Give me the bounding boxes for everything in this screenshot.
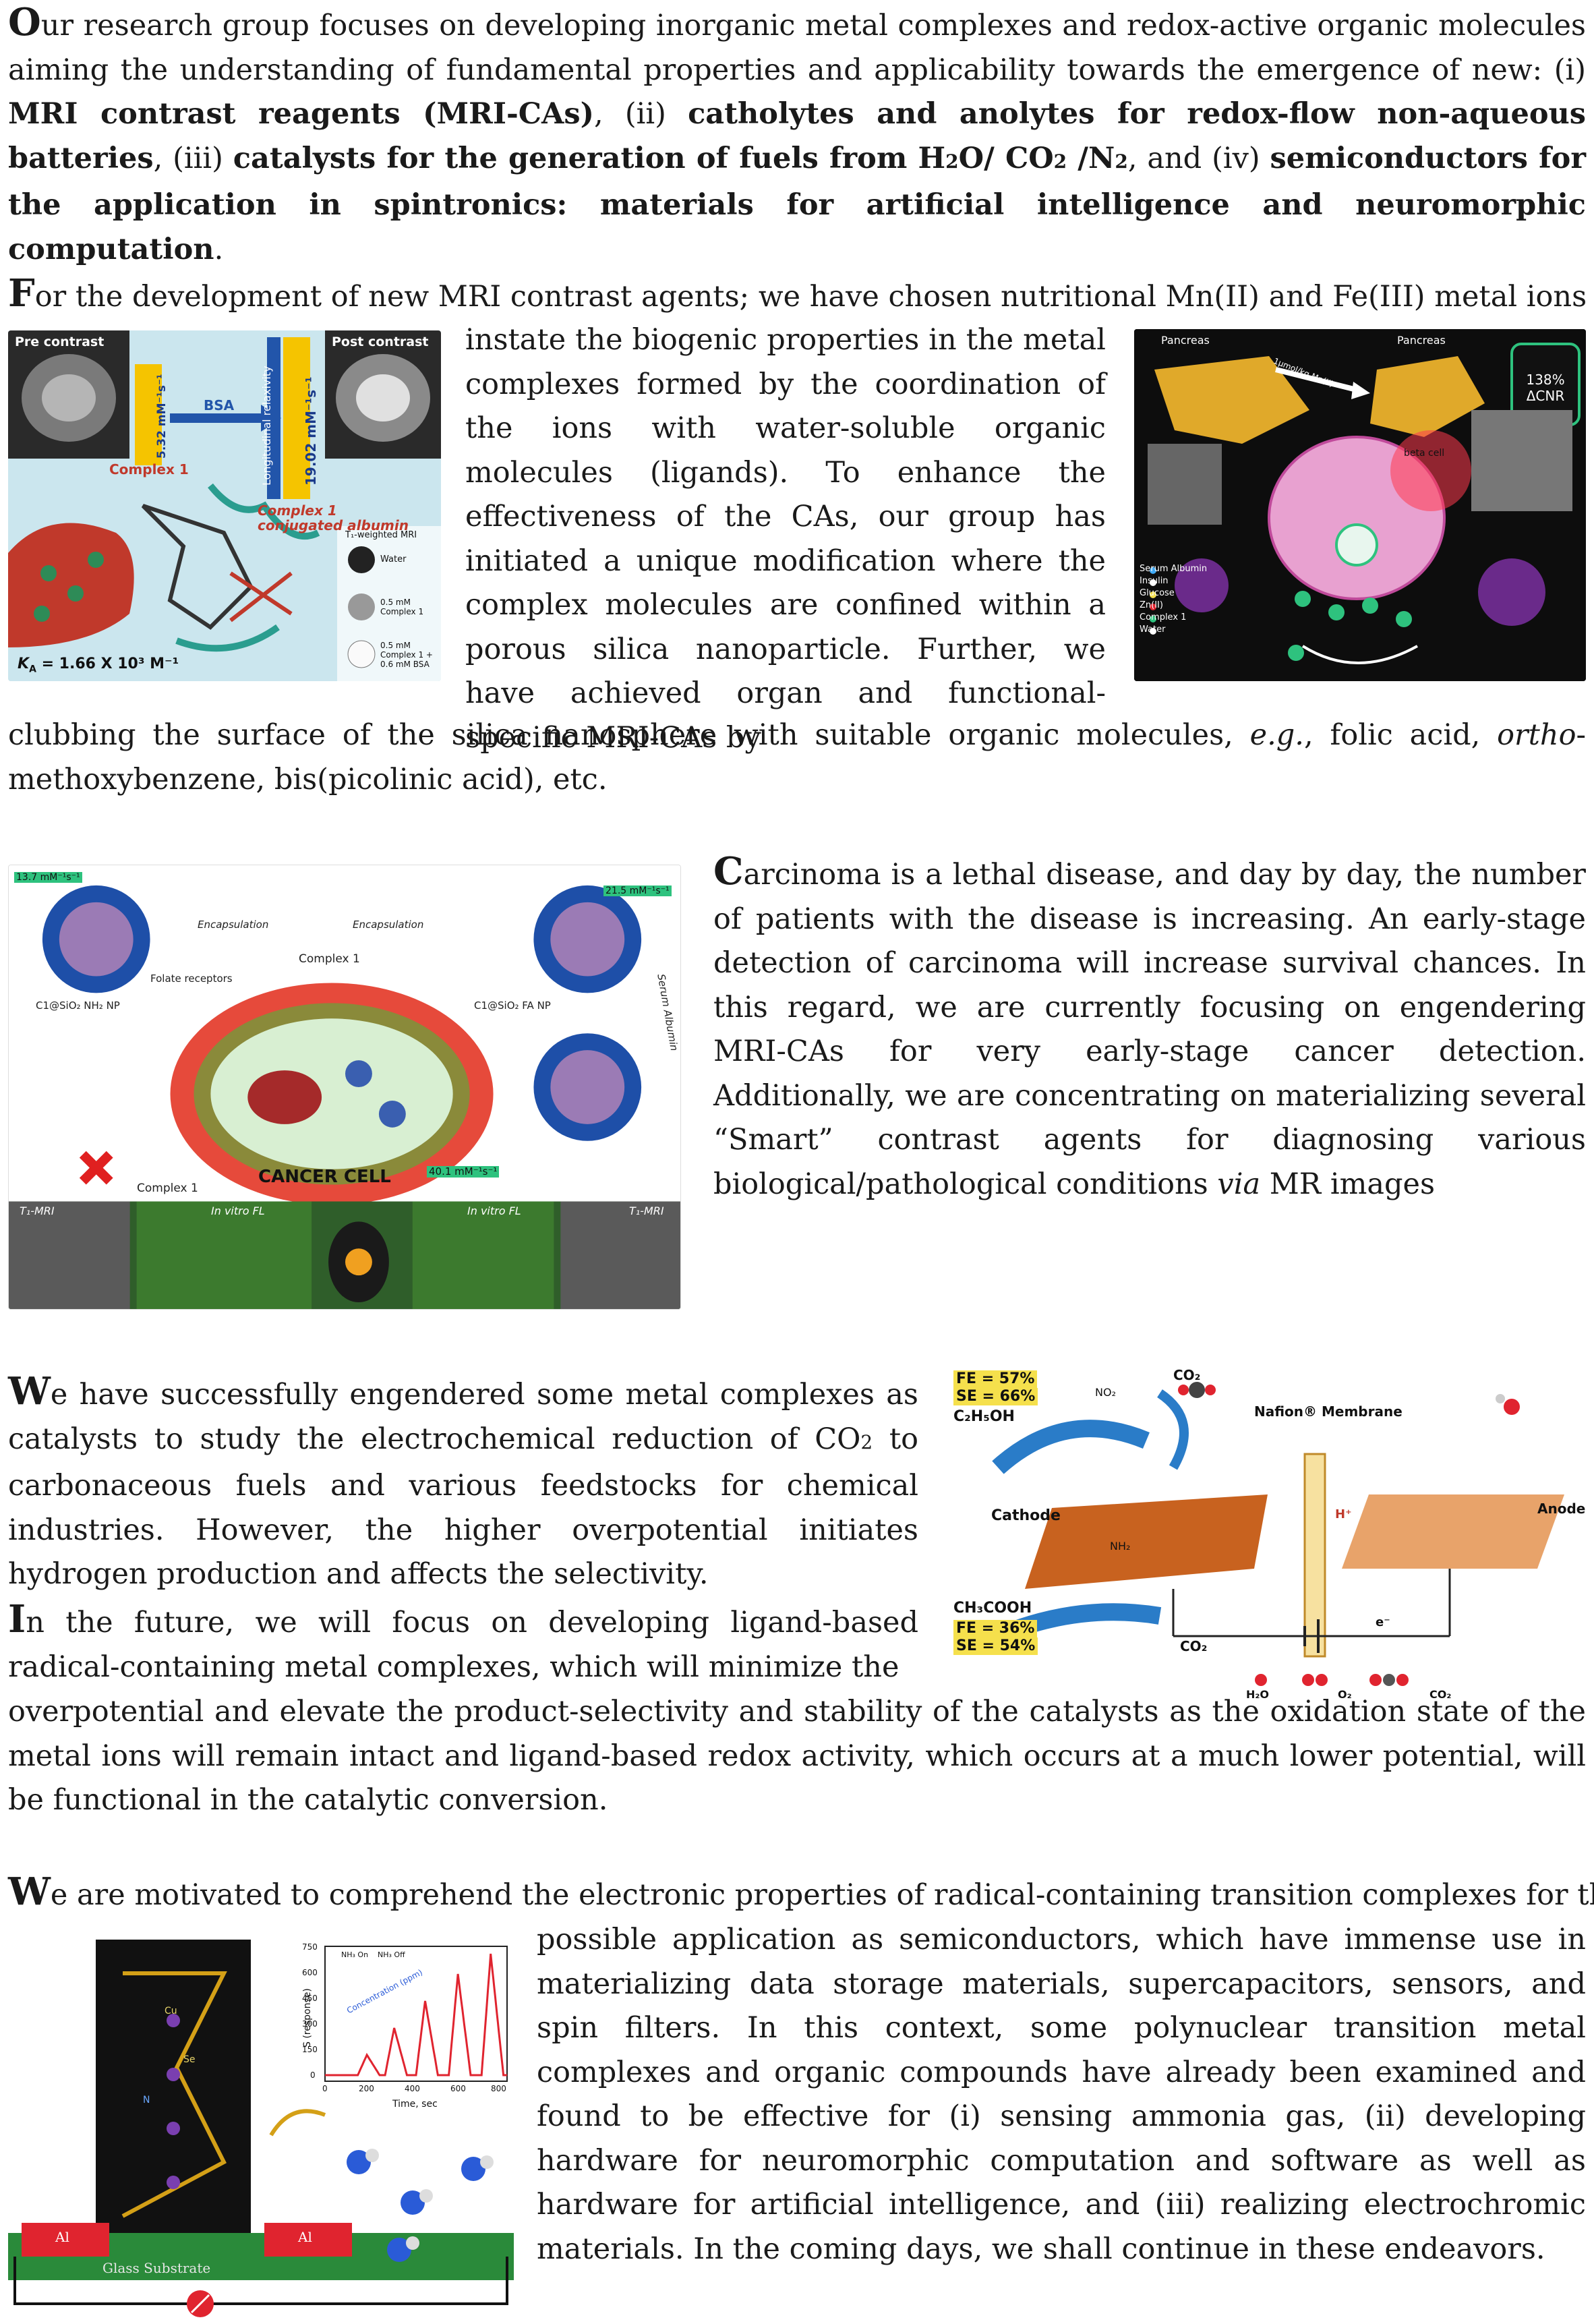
drop-letter: O [8,0,41,45]
relaxivity-after: 19.02 mM⁻¹s⁻¹ [303,376,319,486]
cnr-label: ΔCNR [1526,388,1565,404]
beta-cell-label: beta cell [1404,448,1445,459]
pancreas-beta-cell-figure: Pancreas Pancreas 1μmol/kg Mn(II) 138% Δ… [1134,329,1586,681]
albumin-mri-figure: Pre contrast Post contrast Longitudinal … [8,330,441,681]
pancreas-label-2: Pancreas [1397,334,1446,347]
legend-co2: CO₂ [1429,1688,1452,1701]
cnr-value: 138% [1526,372,1565,388]
fig2-legend-0: Serum Albumin [1140,564,1208,574]
nh2-label: NH₂ [1110,1540,1131,1552]
binding-constant: KA = 1.66 X 10³ M⁻¹ [18,656,179,675]
relaxivity-axis-label: Longitudinal relaxivity [260,366,273,486]
t1-weighted-label: T₁-weighted MRI [345,530,417,540]
complex1-label-bottom: Complex 1 [137,1182,198,1195]
xtick-0: 0 [322,2084,328,2093]
co2-bottom-label: CO₂ [1180,1638,1208,1654]
n-atom-label: N [143,2095,150,2105]
legend-complex-bsa: 0.5 mM Complex 1 + 0.6 mM BSA [380,641,433,669]
intro-paragraph: Our research group focuses on developing… [8,0,1586,266]
complex1-label: Complex 1 [109,461,189,477]
invitro-right-label: In vitro FL [467,1204,521,1217]
t1-mri-left-label: T₁-MRI [20,1204,55,1217]
ytick-750: 750 [302,1942,318,1952]
acetic-acid-label: CH₃COOH [953,1600,1032,1617]
invitro-left-label: In vitro FL [211,1204,265,1217]
cancer-cell-figure: 13.7 mM⁻¹s⁻¹ 21.5 mM⁻¹s⁻¹ Encapsulation … [8,865,681,1310]
fig2-legend-5: Water [1140,624,1166,635]
mri-paragraph-tail: clubbing the surface of the silica nanos… [8,718,1586,796]
xtick-200: 200 [359,2084,374,2093]
mri-paragraph-middle: instate the biogenic properties in the m… [465,323,1106,755]
future-paragraph-tail: overpotential and elevate the product-se… [8,1695,1586,1817]
co2-reduction-paragraph: We have successfully engendered some met… [8,1369,918,1591]
semiconductor-paragraph-side: possible application as semiconductors, … [537,1923,1586,2266]
cathode-label: Cathode [991,1507,1061,1524]
se-atom-label: Se [183,2054,196,2065]
legend-water: Water [380,554,407,564]
fig2-legend-4: Complex 1 [1140,612,1187,622]
se1-label: SE = 66% [953,1388,1038,1405]
relaxivity-middle: 40.1 mM⁻¹s⁻¹ [427,1166,500,1178]
ytick-600: 600 [302,1968,318,1977]
pre-contrast-label: Pre contrast [15,335,105,349]
mri-paragraph-lead: For the development of new MRI contrast … [8,271,1594,316]
nh3-off-label: NH₃ Off [378,1950,405,1959]
ytick-300: 300 [302,2019,318,2029]
fe1-label: FE = 57% [953,1370,1038,1388]
fig2-legend-3: Zn(II) [1140,600,1163,610]
xtick-400: 400 [405,2084,420,2093]
sensor-xlabel: Time, sec [392,2099,438,2110]
encapsulation-left: Encapsulation [198,919,269,931]
co2-top-label: CO₂ [1173,1367,1201,1383]
nafion-membrane-label: Nafion® Membrane [1254,1403,1403,1420]
fe2-label: FE = 36% [953,1620,1038,1637]
fig2-legend-1: Insulin [1140,576,1169,586]
electrochemical-cell-figure: FE = 57% SE = 66% C₂H₅OH NO₂ CO₂ Nafion®… [944,1366,1586,1701]
legend-h2o: H₂O [1246,1688,1269,1701]
anode-label: Anode [1537,1501,1586,1517]
legend-complex: 0.5 mM Complex 1 [380,598,424,616]
xtick-600: 600 [450,2084,466,2093]
electrode-left-label: Al [55,2229,69,2245]
fig2-legend-2: Glucose [1140,588,1175,598]
ethanol-label: C₂H₅OH [953,1408,1015,1425]
np-left-label: C1@SiO₂ NH₂ NP [36,999,120,1012]
cancer-cell-label: CANCER CELL [258,1167,391,1187]
relaxivity-left: 13.7 mM⁻¹s⁻¹ [14,872,82,883]
xtick-800: 800 [491,2084,506,2093]
np-right-label: C1@SiO₂ FA NP [474,999,551,1012]
cu-atom-label: Cu [165,2006,177,2016]
relaxivity-right: 21.5 mM⁻¹s⁻¹ [603,885,672,896]
encapsulation-right: Encapsulation [353,919,424,931]
semiconductor-paragraph-lead: We are motivated to comprehend the elect… [8,1869,1594,1914]
complex1-label-top: Complex 1 [299,952,360,966]
post-contrast-label: Post contrast [332,335,429,349]
relaxivity-before: 5.32 mM⁻¹s⁻¹ [155,374,169,459]
cancer-paragraph: Carcinoma is a lethal disease, and day b… [713,849,1586,1201]
electrode-right-label: Al [298,2229,312,2245]
nh3-on-label: NH₃ On [341,1950,369,1959]
folate-receptors-label: Folate receptors [150,972,233,985]
conjugate-label-1: Complex 1 [258,502,337,519]
glass-substrate-label: Glass Substrate [102,2260,211,2276]
future-paragraph-start: In the future, we will focus on developi… [8,1597,918,1684]
electron-label: e⁻ [1376,1615,1390,1629]
bsa-label: BSA [204,397,235,413]
no2-label: NO₂ [1095,1386,1116,1399]
ytick-150: 150 [302,2045,318,2054]
t1-mri-right-label: T₁-MRI [629,1204,664,1217]
ytick-0: 0 [310,2070,316,2080]
ammonia-sensor-figure: S (response) Time, sec 750 600 450 300 1… [8,1933,514,2324]
pancreas-label-1: Pancreas [1161,334,1210,347]
proton-label: H⁺ [1335,1507,1352,1521]
conjugate-label-2: conjugated albumin [258,517,409,533]
se2-label: SE = 54% [953,1637,1038,1655]
ytick-450: 450 [302,1994,318,2003]
legend-o2: O₂ [1338,1688,1352,1701]
